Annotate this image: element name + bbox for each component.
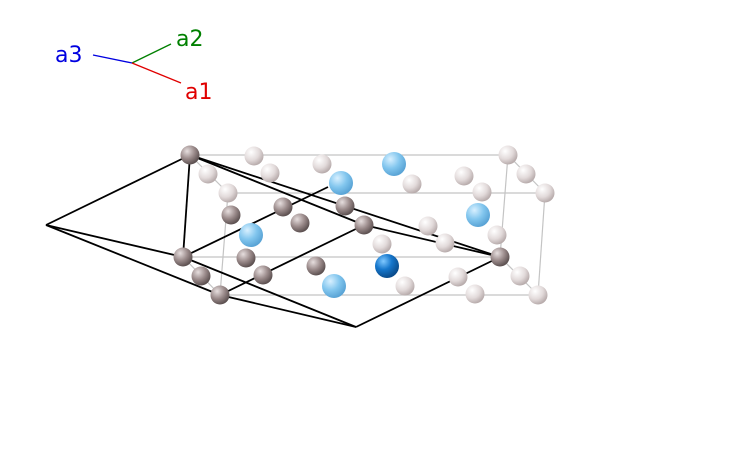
atom-light [448, 267, 468, 287]
a3-axis-label: a3 [55, 43, 82, 68]
atom-light [312, 154, 332, 174]
atom-dark [221, 205, 241, 225]
atom-dark [273, 197, 293, 217]
atom-dark [335, 196, 355, 216]
atom-light [198, 164, 218, 184]
atoms [173, 145, 555, 305]
atom-light [218, 183, 238, 203]
atom-light [418, 216, 438, 236]
atom-blue [322, 274, 346, 298]
a1-axis-label: a1 [185, 80, 212, 105]
atom-light [395, 276, 415, 296]
atom-light [435, 233, 455, 253]
atom-light [535, 183, 555, 203]
atom-dark [180, 145, 200, 165]
atom-light [244, 146, 264, 166]
axis-indicator: a3 a2 a1 [55, 27, 212, 105]
primitive-cell [45, 154, 501, 328]
atom-light [465, 284, 485, 304]
atom-dark [290, 213, 310, 233]
atom-blue [382, 152, 406, 176]
atom-blue [329, 171, 353, 195]
atom-light [516, 164, 536, 184]
atom-dark [210, 285, 230, 305]
atom-light [372, 234, 392, 254]
a1-axis-line [131, 62, 182, 84]
atom-light [487, 225, 507, 245]
atom-light [402, 174, 422, 194]
atom-light [510, 266, 530, 286]
a2-axis-label: a2 [176, 27, 203, 52]
atom-dark [490, 247, 510, 267]
atom-light [260, 163, 280, 183]
atom-blue [239, 223, 263, 247]
atom-dark [253, 265, 273, 285]
atom-dark [236, 248, 256, 268]
atom-light [454, 166, 474, 186]
atom-light [528, 285, 548, 305]
a2-axis-line [131, 43, 172, 64]
atom-blue [466, 203, 490, 227]
atom-dark [354, 215, 374, 235]
atom-dark [306, 256, 326, 276]
atom-light [498, 145, 518, 165]
atom-dark [173, 247, 193, 267]
atom-blue-highlight [375, 254, 399, 278]
a3-axis-line [92, 54, 133, 64]
atom-light [472, 182, 492, 202]
atom-dark [191, 266, 211, 286]
